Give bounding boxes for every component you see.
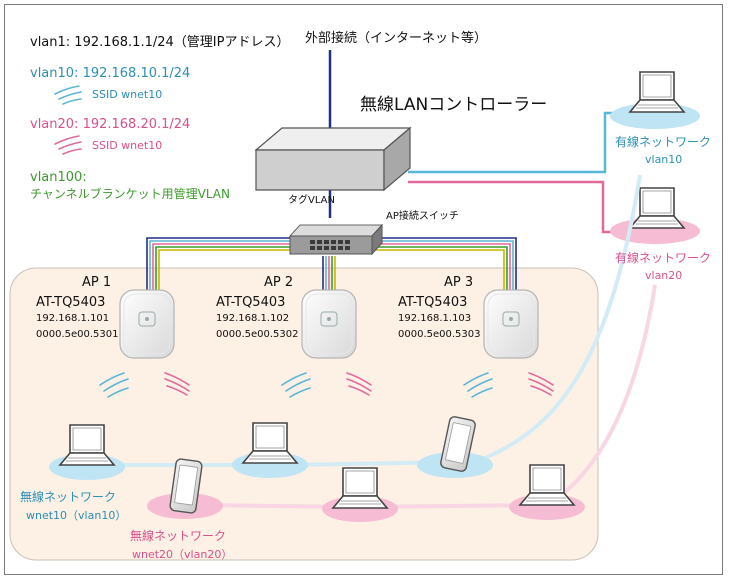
vlan20-ssid-label: SSID wnet10 [92,139,163,152]
vlan100-desc: チャンネルブランケット用管理VLAN [30,187,230,201]
vlan10-ssid-label: SSID wnet10 [92,88,163,101]
ap1-model: AT-TQ5403 [36,295,106,310]
ap1-mac: 0000.5e00.5301 [36,329,119,340]
wired-vlan20-link [408,180,620,234]
ap3-mac: 0000.5e00.5303 [398,329,481,340]
wireless-vlan10-path [474,174,642,464]
ap3-ip: 192.168.1.103 [398,313,472,324]
legend-waves [54,85,82,155]
ap3-name: AP 3 [444,275,474,290]
ap2-name: AP 2 [264,275,294,290]
ap-switch-label: AP接続スイッチ [386,211,459,222]
controller-box [254,126,412,192]
ap2-icon [301,289,357,359]
vlan10-label: vlan10: 192.168.10.1/24 [30,66,191,81]
ap-radio-waves [99,372,554,398]
diagram-frame [4,4,723,575]
ap2-mac: 0000.5e00.5302 [216,329,299,340]
ap-switch-icon [288,223,384,256]
ap3-model: AT-TQ5403 [398,295,468,310]
vlan100-label: vlan100: [30,170,87,185]
wireless-vlan20-path [553,284,657,502]
external-connection-label: 外部接続（インターネット等） [305,31,488,46]
wired-vlan10-laptop-icon [629,71,685,113]
ap1-name: AP 1 [82,275,112,290]
wireless-net20-title: 無線ネットワーク [130,529,227,543]
ap2-model: AT-TQ5403 [216,295,286,310]
wired-vlan10-title: 有線ネットワーク [615,135,712,149]
wireless-net10-title: 無線ネットワーク [20,490,117,504]
ap1-ip: 192.168.1.101 [36,313,110,324]
switch-ap-trunks [146,237,517,290]
controller-title: 無線LANコントローラー [360,95,548,115]
tag-vlan-label: タグVLAN [288,195,335,206]
vlan20-label: vlan20: 192.168.20.1/24 [30,117,191,132]
ap1-icon [119,289,175,359]
vlan1-label: vlan1: 192.168.1.1/24（管理IPアドレス） [30,35,290,50]
ap3-icon [483,289,539,359]
wireless-net20-sub: wnet20（vlan20） [132,548,233,561]
wired-vlan20-title: 有線ネットワーク [615,251,712,265]
wired-vlan20-sub: vlan20 [645,269,683,282]
wired-vlan10-sub: vlan10 [645,153,683,166]
wireless-net10-sub: wnet10（vlan10） [26,509,127,522]
ap2-ip: 192.168.1.102 [216,313,290,324]
wired-vlan10-link [408,111,622,174]
